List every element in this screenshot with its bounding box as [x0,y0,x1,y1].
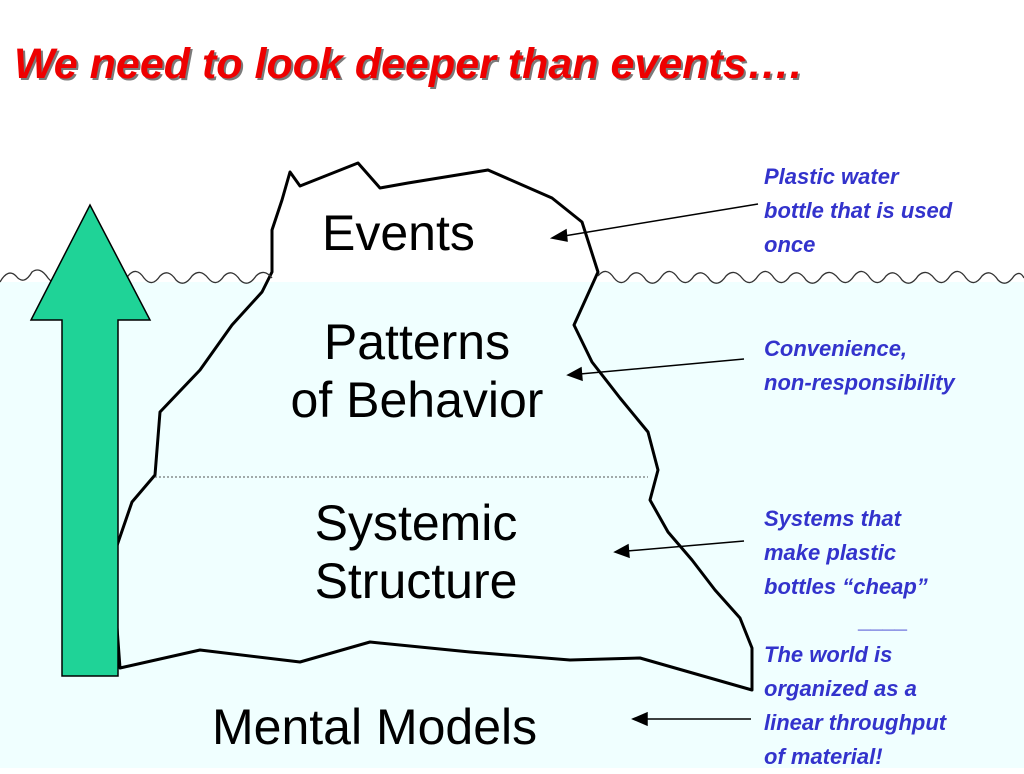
note-patterns-line-2: non-responsibility [764,370,955,395]
patterns-connector-arrowhead [566,366,583,382]
note-patterns: Convenience, non-responsibility [764,332,955,400]
note-structure: Systems that make plastic bottles “cheap… [764,502,928,604]
iceberg-outline [110,161,754,692]
note-separator: ____ [858,608,907,633]
layer-structure-line-2: Structure [314,553,518,609]
note-mental-models-line-2: organized as a [764,676,917,701]
layer-patterns: Patterns of Behavior [258,313,576,429]
note-events: Plastic water bottle that is used once [764,160,952,262]
structure-connector-arrowhead [613,543,630,559]
layer-events-label: Events [322,205,475,261]
patterns-connector-line [579,358,745,375]
water-surface-line [0,269,1024,285]
note-events-line-2: bottle that is used [764,198,953,223]
events-connector-line [563,203,759,237]
layer-mental-models: Mental Models [212,698,537,756]
note-mental-models: The world is organized as a linear throu… [764,638,946,774]
layer-structure: Systemic Structure [276,494,556,610]
page-title: We need to look deeper than events…. [14,40,802,88]
events-connector-arrowhead [549,228,568,242]
note-structure-line-2: make plastic [764,540,897,565]
note-patterns-line-1: Convenience, [764,336,908,361]
note-events-line-1: Plastic water [764,164,899,189]
water-background [0,282,1024,768]
connector-arrows [549,203,759,727]
layer-structure-line-1: Systemic [314,495,518,551]
layer-patterns-line-2: of Behavior [290,372,544,428]
layer-events: Events [322,204,475,262]
note-mental-models-line-4: of material! [764,744,883,769]
mental-models-connector-arrowhead [631,711,648,727]
note-structure-line-3: bottles “cheap” [764,574,928,599]
structure-connector-line [626,540,745,552]
layer-mental-models-label: Mental Models [212,699,538,755]
up-arrow-icon [29,203,152,677]
note-mental-models-line-1: The world is [764,642,893,667]
note-mental-models-line-3: linear throughput [764,710,947,735]
note-events-line-3: once [764,232,816,257]
layer-patterns-line-1: Patterns [323,314,511,370]
note-structure-line-1: Systems that [764,506,901,531]
